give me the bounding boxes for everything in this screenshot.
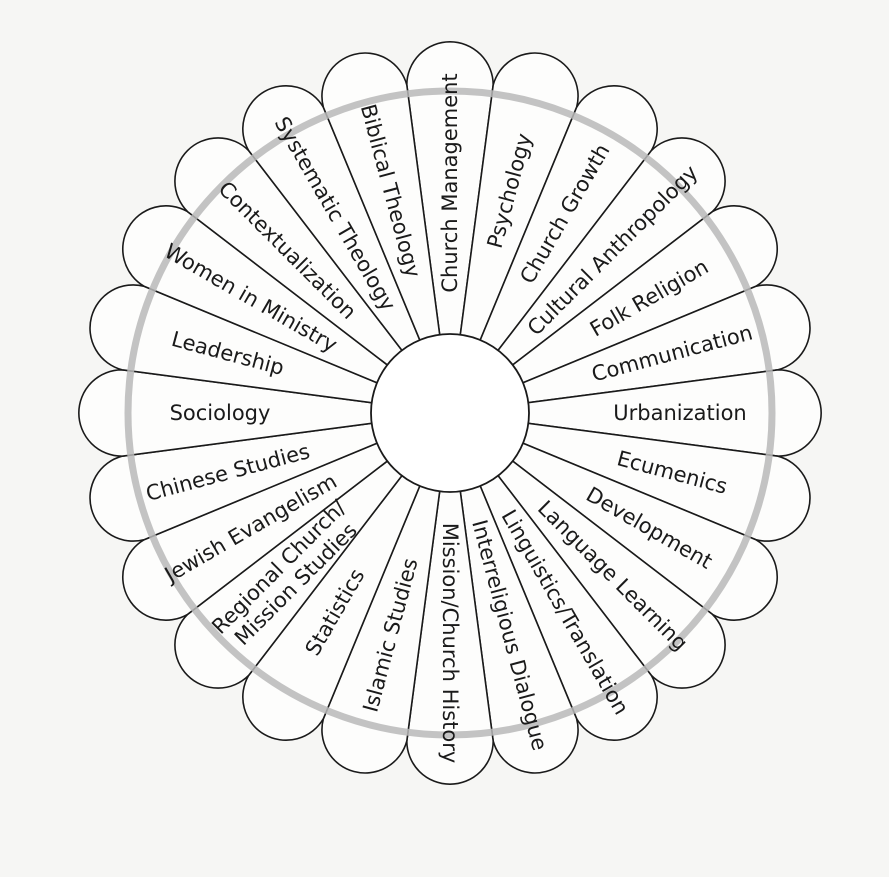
petal-23 xyxy=(321,52,451,414)
petal-2 xyxy=(449,84,658,414)
petal-label: Mission/Church History xyxy=(438,523,462,764)
petal-15 xyxy=(174,412,451,689)
petal-label: Urbanization xyxy=(613,401,746,425)
petal-9 xyxy=(449,412,726,689)
petal-19 xyxy=(89,284,451,414)
petal-10 xyxy=(449,412,658,742)
petal-18 xyxy=(78,369,451,457)
petal-label-group-18: Sociology xyxy=(170,401,271,425)
petal-label: Church Management xyxy=(438,73,462,292)
background-ring xyxy=(124,87,776,739)
petal-13 xyxy=(321,412,451,774)
petal-label-group-6: Urbanization xyxy=(613,401,746,425)
petal-21 xyxy=(174,137,451,414)
petal-label-group-0: Church Management xyxy=(438,73,462,292)
petal-12 xyxy=(406,412,494,785)
petals-layer xyxy=(78,41,822,785)
petal-14 xyxy=(242,412,451,742)
petal-label: Sociology xyxy=(170,401,271,425)
petal-16 xyxy=(121,412,451,621)
petal-5 xyxy=(449,284,811,414)
petal-1 xyxy=(449,52,579,414)
petal-11 xyxy=(449,412,579,774)
petal-4 xyxy=(449,205,779,414)
petal-17 xyxy=(89,412,451,542)
petal-22 xyxy=(242,84,451,414)
center-hub xyxy=(370,333,530,493)
petal-0 xyxy=(406,41,494,414)
petal-20 xyxy=(121,205,451,414)
petal-6 xyxy=(449,369,822,457)
petal-7 xyxy=(449,412,811,542)
petal-8 xyxy=(449,412,779,621)
petal-3 xyxy=(449,137,726,414)
petal-label-group-12: Mission/Church History xyxy=(438,523,462,764)
